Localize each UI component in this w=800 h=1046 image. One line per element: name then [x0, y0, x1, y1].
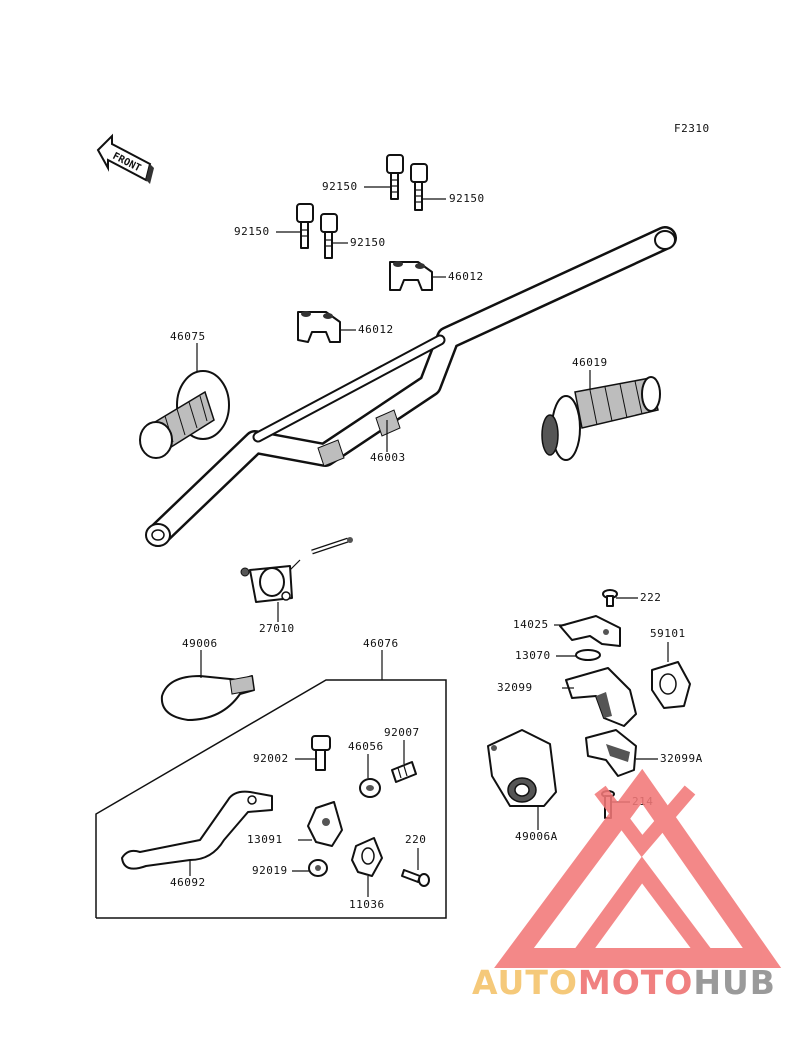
handlebar-clamp-lower-icon [297, 311, 341, 343]
throttle-housing-cover-icon [487, 729, 557, 807]
lever-clamp-icon [351, 837, 383, 877]
automotohub-logo-icon [494, 768, 782, 968]
label-46003: 46003 [370, 451, 406, 464]
adjuster-nut-icon [359, 778, 381, 798]
label-92150-c: 92150 [234, 225, 270, 238]
cable-adjuster-icon [391, 761, 417, 783]
label-14025: 14025 [513, 618, 549, 631]
label-92150-d: 92150 [350, 236, 386, 249]
bolt-92150-b-icon [410, 163, 428, 211]
label-27010: 27010 [259, 622, 295, 635]
handlebar-switch-icon [240, 537, 353, 603]
bolt-92002-icon [311, 735, 331, 771]
watermark-moto: MOTO [578, 963, 693, 1002]
label-220: 220 [405, 833, 426, 846]
throttle-housing-lower-icon [585, 729, 637, 777]
label-13070: 13070 [515, 649, 551, 662]
label-46076: 46076 [363, 637, 399, 650]
label-46012-a: 46012 [448, 270, 484, 283]
label-46019: 46019 [572, 356, 608, 369]
label-49006: 49006 [182, 637, 218, 650]
watermark-auto: AUTO [472, 963, 578, 1002]
screw-220-icon [401, 869, 430, 887]
label-92002: 92002 [253, 752, 289, 765]
throttle-housing-upper-icon [565, 667, 637, 727]
lever-assembly-box [95, 679, 447, 919]
handlebar-clamp-upper-icon [389, 261, 433, 291]
label-46075: 46075 [170, 330, 206, 343]
label-92150-b: 92150 [449, 192, 485, 205]
figure-code: F2310 [674, 122, 710, 135]
label-92007: 92007 [384, 726, 420, 739]
clutch-lever-icon [121, 790, 273, 870]
throttle-pulley-ring-icon [575, 649, 601, 661]
kill-switch-icon [651, 661, 691, 709]
watermark-text: AUTOMOTOHUB [472, 963, 776, 1002]
label-222: 222 [640, 591, 661, 604]
label-49006A: 49006A [515, 830, 558, 843]
front-arrow-icon: FRONT [96, 133, 154, 184]
throttle-cover-icon [559, 615, 621, 647]
screw-222-icon [602, 589, 618, 607]
label-59101: 59101 [650, 627, 686, 640]
label-32099A: 32099A [660, 752, 703, 765]
bolt-92150-d-icon [320, 213, 338, 259]
handlebar-icon [145, 226, 677, 547]
lever-cover-icon [160, 675, 255, 721]
watermark-hub: HUB [693, 963, 776, 1002]
label-11036: 11036 [349, 898, 385, 911]
label-13091: 13091 [247, 833, 283, 846]
bolt-92150-a-icon [386, 154, 404, 200]
left-grip-icon [139, 370, 230, 459]
label-46092: 46092 [170, 876, 206, 889]
nut-92019-icon [308, 859, 328, 877]
bolt-92150-c-icon [296, 203, 314, 249]
throttle-grip-icon [541, 376, 661, 461]
lever-holder-icon [307, 801, 343, 847]
label-92150-a: 92150 [322, 180, 358, 193]
label-32099: 32099 [497, 681, 533, 694]
label-46056: 46056 [348, 740, 384, 753]
label-92019: 92019 [252, 864, 288, 877]
label-46012-b: 46012 [358, 323, 394, 336]
